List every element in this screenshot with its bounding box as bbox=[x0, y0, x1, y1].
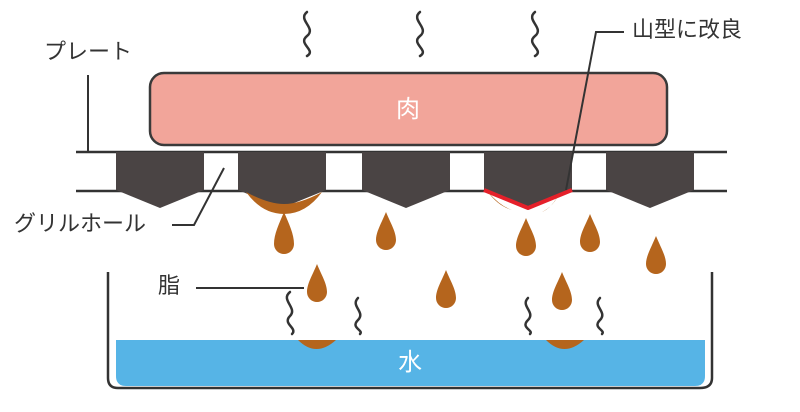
improved-label: 山型に改良 bbox=[632, 18, 743, 43]
water-surface bbox=[116, 340, 705, 386]
steam-icon bbox=[285, 290, 295, 336]
improved-highlight bbox=[483, 188, 573, 210]
steam-icon bbox=[596, 296, 604, 336]
fat-drop-icon bbox=[274, 212, 294, 254]
fat-drop-icon bbox=[246, 192, 322, 214]
steam-top-group bbox=[302, 10, 540, 58]
plate-block bbox=[238, 152, 326, 208]
plate-block-improved bbox=[484, 152, 572, 208]
fat-drop-icon bbox=[307, 264, 327, 302]
steam-icon bbox=[354, 296, 362, 336]
tray-outline bbox=[106, 272, 714, 390]
steam-bottom-group bbox=[285, 290, 604, 336]
plate-block bbox=[116, 152, 204, 208]
meat-label: 肉 bbox=[396, 95, 420, 123]
water-label: 水 bbox=[398, 348, 422, 376]
leader-lines bbox=[87, 31, 624, 289]
fat-drop-icon bbox=[376, 212, 396, 250]
plate-label: プレート bbox=[44, 40, 133, 65]
steam-icon bbox=[415, 10, 425, 58]
steam-icon bbox=[524, 296, 532, 336]
fat-drop-icon bbox=[298, 340, 336, 349]
fat-drop-icon bbox=[546, 340, 584, 349]
plate-block bbox=[606, 152, 694, 208]
fat-drop-icon bbox=[646, 236, 666, 274]
fat-under-plate bbox=[246, 192, 560, 214]
fat-on-water bbox=[298, 340, 584, 349]
steam-icon bbox=[302, 10, 312, 58]
meat-slab bbox=[148, 71, 669, 147]
fat-label: 脂 bbox=[158, 274, 181, 299]
grill-hole-leader bbox=[172, 167, 225, 226]
plate-blocks bbox=[116, 152, 694, 208]
steam-icon bbox=[530, 10, 540, 58]
fat-drop-icon bbox=[552, 272, 572, 310]
fat-drop-icon bbox=[580, 214, 600, 252]
fat-drop-icon bbox=[436, 270, 456, 308]
improved-leader bbox=[565, 31, 624, 191]
plate-block bbox=[362, 152, 450, 208]
fat-drop-icon bbox=[516, 218, 536, 256]
grill-hole-label: グリルホール bbox=[14, 212, 147, 237]
falling-fat bbox=[274, 212, 666, 310]
